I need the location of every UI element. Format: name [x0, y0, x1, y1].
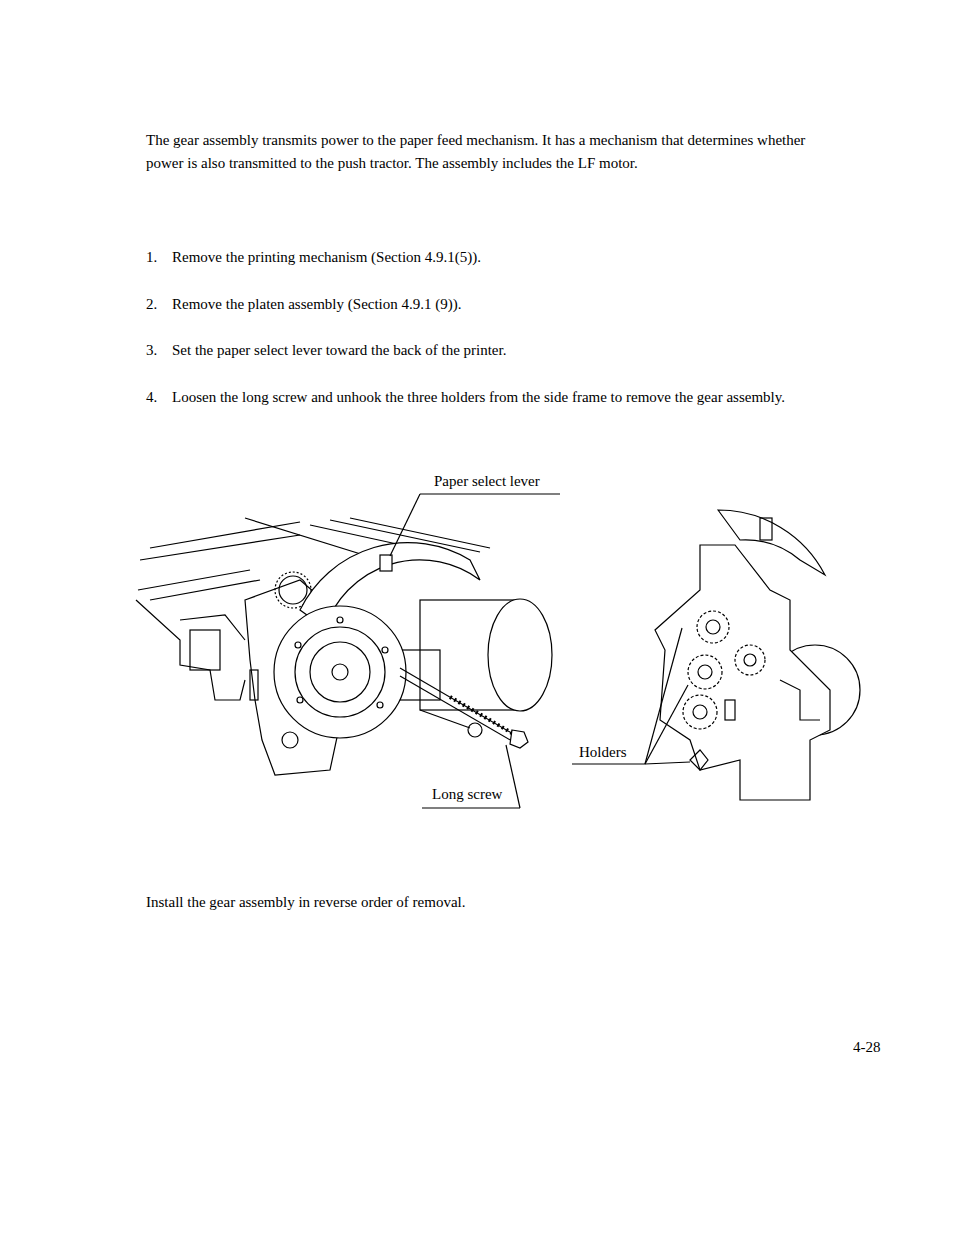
step-number: 1.	[146, 246, 170, 269]
gear-disc	[274, 606, 406, 748]
intro-paragraph: The gear assembly transmits power to the…	[146, 129, 846, 175]
step-text: Loosen the long screw and unhook the thr…	[172, 386, 892, 409]
motor	[400, 599, 552, 737]
step-number: 3.	[146, 339, 170, 362]
step-number: 4.	[146, 386, 170, 409]
step-text: Remove the printing mechanism (Section 4…	[172, 246, 872, 269]
part-label: Long screw	[432, 783, 532, 806]
step-text: Set the paper select lever toward the ba…	[172, 339, 872, 362]
page-number: 4-28	[853, 1036, 913, 1059]
part-label: Holders	[579, 741, 649, 764]
part-label: Paper select lever	[434, 470, 574, 493]
leader-lines	[390, 494, 690, 808]
step-text: Remove the platen assembly (Section 4.9.…	[172, 293, 872, 316]
gear-assembly-removed	[655, 510, 860, 800]
note-text: Install the gear assembly in reverse ord…	[146, 891, 846, 914]
step-number: 2.	[146, 293, 170, 316]
long-screw	[400, 668, 528, 748]
